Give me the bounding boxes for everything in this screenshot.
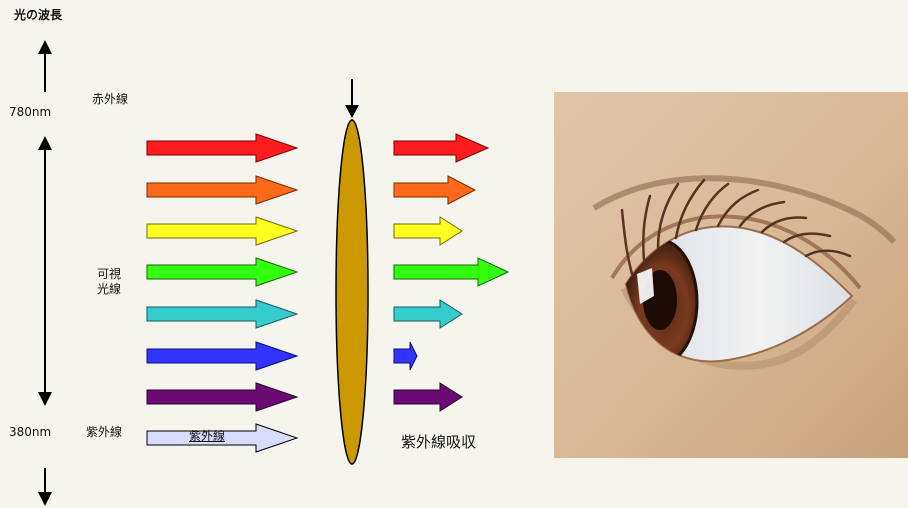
transmitted-ray-green	[394, 258, 508, 286]
transmitted-ray-yellow	[394, 217, 462, 245]
incoming-ray-blue	[147, 342, 297, 370]
lens-shape	[336, 120, 368, 464]
wavelength-short-label: 380nm	[9, 425, 51, 440]
incoming-ray-purple	[147, 383, 297, 411]
axis-visible-bottom-arrowhead	[38, 392, 52, 406]
eye-svg	[554, 92, 908, 458]
axis-top-arrowhead	[38, 40, 52, 54]
ultraviolet-label: 紫外線	[86, 425, 122, 440]
transmitted-ray-orange	[394, 176, 475, 204]
incoming-ray-green	[147, 258, 297, 286]
diagram-title: 光の波長	[14, 8, 62, 23]
eye-illustration	[554, 92, 908, 458]
wavelength-long-label: 780nm	[9, 105, 51, 120]
incoming-ray-orange	[147, 176, 297, 204]
visible-light-label: 可視 光線	[97, 267, 121, 297]
axis-visible-top-arrowhead	[38, 136, 52, 150]
transmitted-ray-blue	[394, 342, 417, 370]
lens	[336, 79, 368, 464]
transmitted-ray-cyan	[394, 300, 462, 328]
transmitted-rays	[394, 134, 508, 411]
incoming-rays	[147, 134, 297, 452]
incoming-ray-yellow	[147, 217, 297, 245]
transmitted-ray-red	[394, 134, 488, 162]
lens-pointer-arrowhead	[345, 105, 359, 118]
infrared-label: 赤外線	[92, 92, 128, 107]
uv-absorption-label: 紫外線吸収	[401, 433, 476, 452]
axis-bottom-arrowhead	[38, 492, 52, 506]
incoming-ray-cyan	[147, 300, 297, 328]
uv-arrow-label: 紫外線	[189, 429, 225, 444]
transmitted-ray-purple	[394, 383, 462, 411]
incoming-ray-red	[147, 134, 297, 162]
